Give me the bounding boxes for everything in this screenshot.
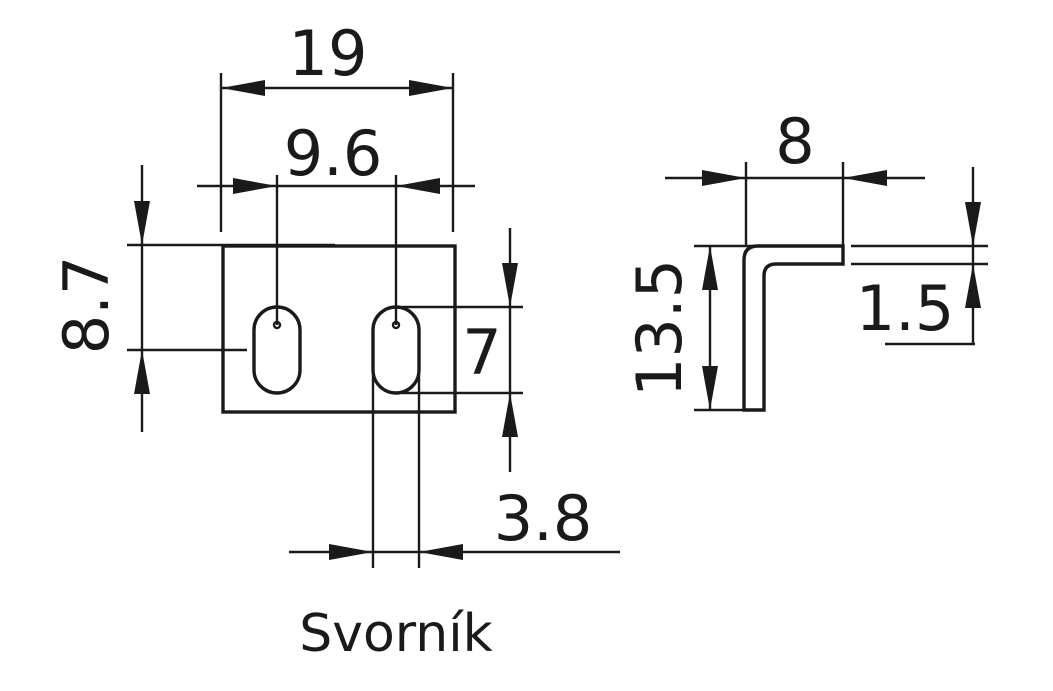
dim-slot-width-label: 3.8: [494, 482, 593, 555]
plate-outline: [221, 244, 457, 414]
dim-flange-length: 8: [665, 105, 925, 245]
dim-height: 8.7: [50, 165, 335, 432]
dim-thickness-label: 1.5: [856, 272, 955, 345]
dim-slot-length-label: 7: [462, 316, 501, 389]
front-view: 19 9.6 8.7 7: [50, 17, 620, 568]
dim-hole-spacing: 9.6: [197, 117, 475, 325]
bent-profile: [742, 244, 845, 412]
dim-side-height: 13.5: [623, 244, 760, 412]
dim-width-label: 19: [289, 17, 368, 90]
dim-flange-length-label: 8: [775, 105, 814, 178]
dim-side-height-label: 13.5: [623, 259, 696, 397]
dim-hole-spacing-label: 9.6: [284, 117, 383, 190]
dim-height-label: 8.7: [50, 256, 123, 355]
dim-slot-width: 3.8: [289, 375, 620, 568]
caption: Svorník: [299, 604, 493, 664]
side-view: 8 13.5 1.5: [623, 105, 988, 412]
dim-thickness: 1.5: [851, 167, 988, 346]
dim-slot-length: 7: [402, 228, 523, 472]
dim-width: 19: [219, 17, 455, 232]
